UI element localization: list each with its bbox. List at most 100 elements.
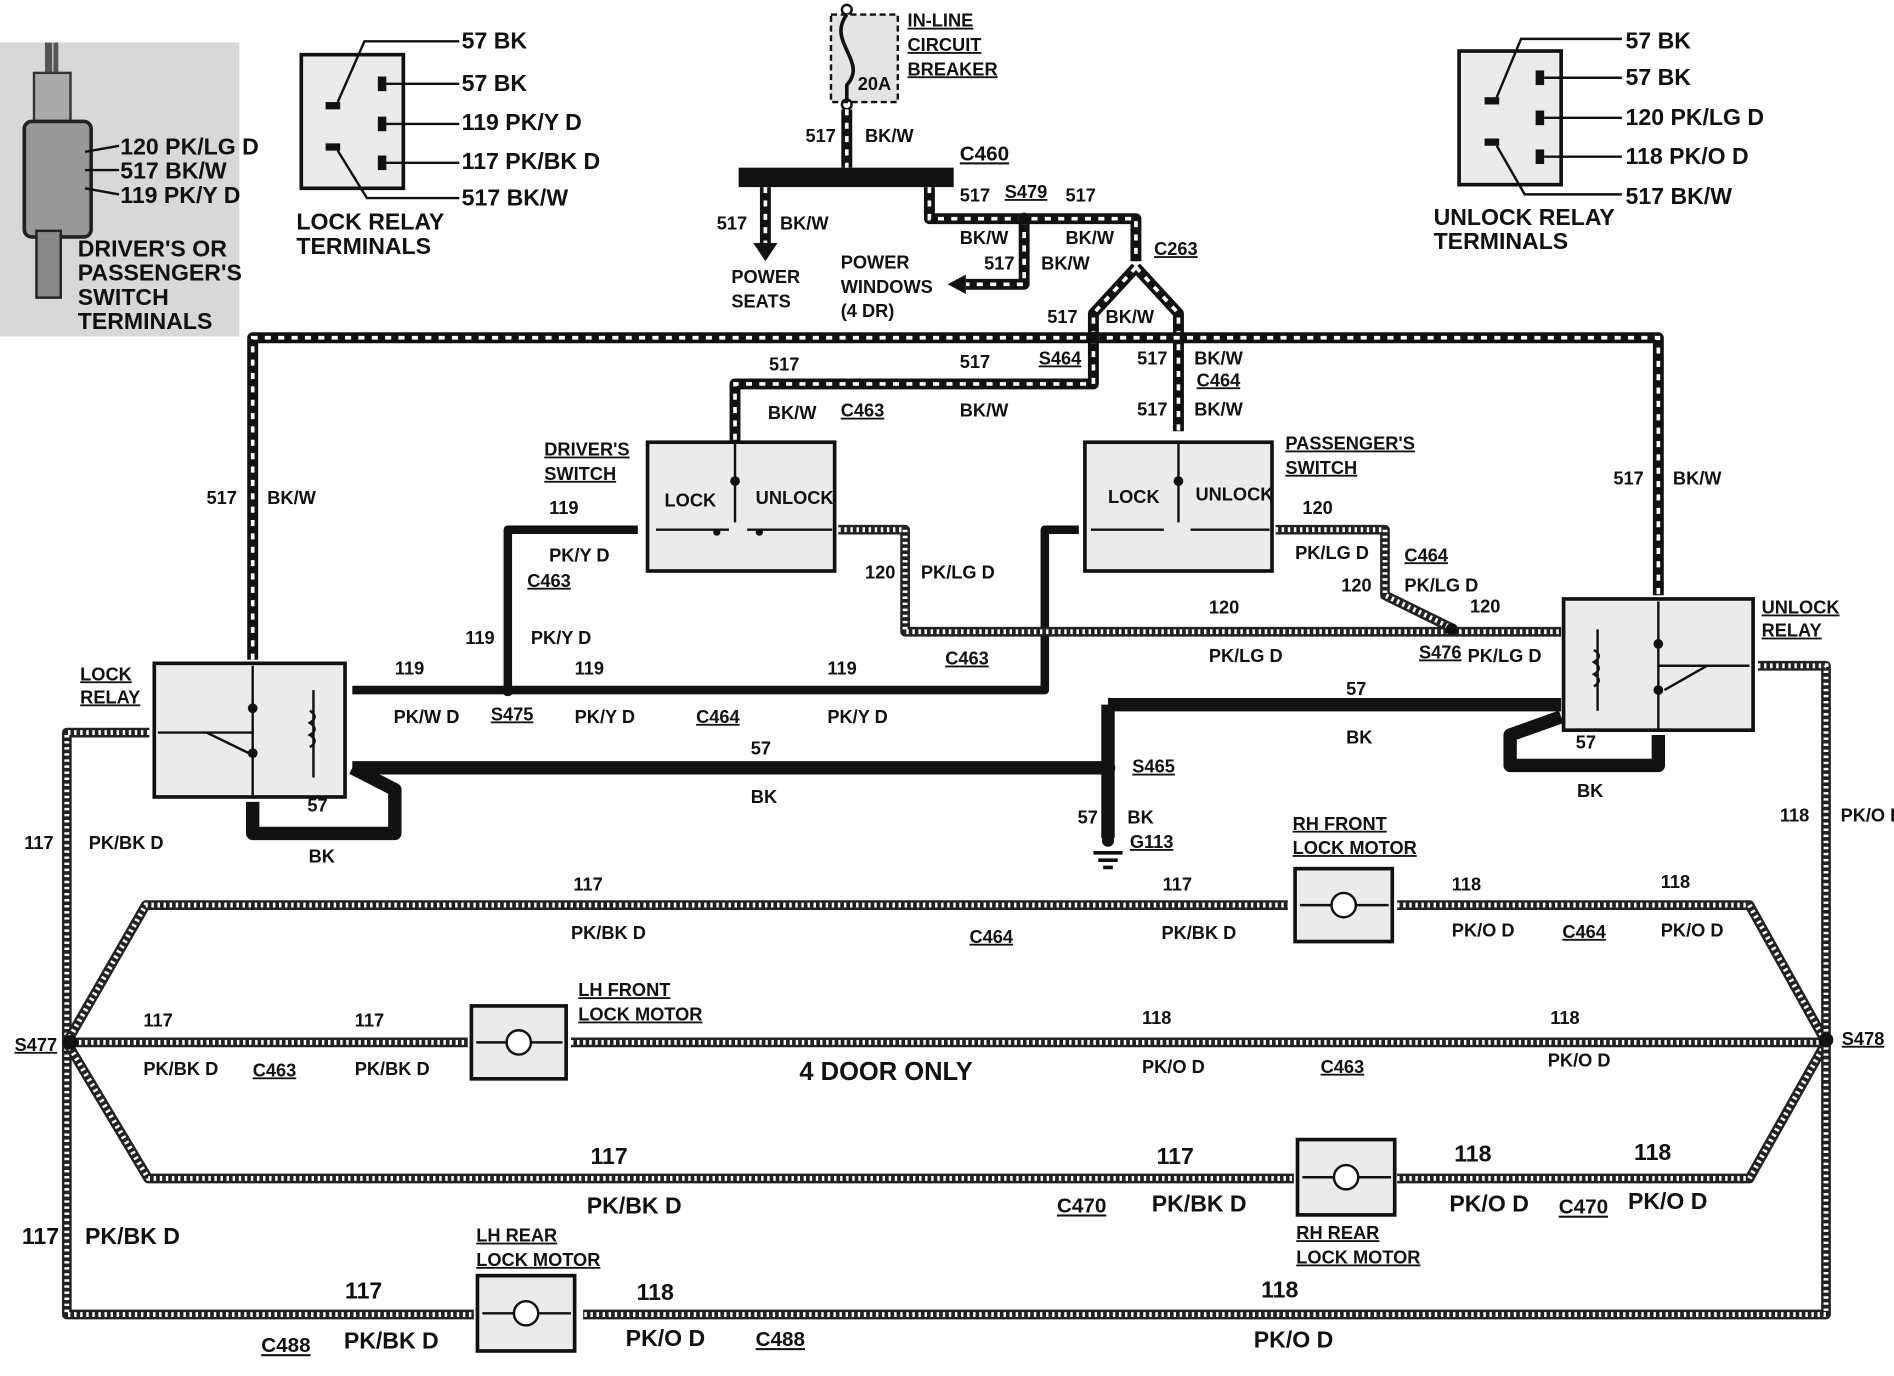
switch-pin-1: 120 PK/LG D <box>120 133 259 159</box>
unlock-pin-5: 517 BK/W <box>1626 183 1733 209</box>
drivers-switch-title-1: DRIVER'S <box>544 440 629 460</box>
lbl-bk-a: BK <box>1346 728 1372 748</box>
lh-front-title-1: LH FRONT <box>578 980 670 1000</box>
lbl-bkw-g: BK/W <box>1194 348 1243 368</box>
rh-front-title-1: RH FRONT <box>1293 814 1387 834</box>
ref-c464-d: C464 <box>969 927 1013 947</box>
lbl-bkw-c: BK/W <box>960 228 1009 248</box>
wires-120 <box>838 524 1562 637</box>
lock-relay: LOCK RELAY <box>80 661 347 799</box>
lbl-pky-d: PK/Y D <box>827 707 887 727</box>
power-windows-3: (4 DR) <box>841 301 895 321</box>
ref-c464-e: C464 <box>1562 922 1606 942</box>
unlock-relay: UNLOCK RELAY <box>1561 597 1840 732</box>
lbl-118-h: 118 <box>637 1279 674 1305</box>
lbl-117-e: 117 <box>355 1011 384 1031</box>
lbl-517-c: 517 <box>960 186 990 206</box>
lbl-517-a: 517 <box>805 126 835 146</box>
lbl-pko-h: PK/O D <box>626 1325 706 1351</box>
lh-front-title-2: LOCK MOTOR <box>578 1005 702 1025</box>
switch-title-4: TERMINALS <box>78 308 213 334</box>
breaker-rating: 20A <box>858 74 891 94</box>
lock-inset-title-1: LOCK RELAY <box>296 209 444 235</box>
lbl-bkw-e: BK/W <box>1041 254 1090 274</box>
lbl-bk-b: BK <box>751 787 777 807</box>
ref-s476: S476 <box>1419 642 1462 662</box>
wires-119 <box>352 525 1079 695</box>
lh-rear-title-1: LH REAR <box>476 1226 557 1246</box>
lbl-117-a: 117 <box>24 833 53 853</box>
lbl-120-b: 120 <box>1302 498 1332 518</box>
four-door-only-label: 4 DOOR ONLY <box>799 1058 972 1086</box>
unlock-inset-title-2: TERMINALS <box>1434 228 1569 254</box>
connector-c460-bar <box>738 167 954 188</box>
lbl-120-d: 120 <box>1209 598 1239 618</box>
switch-pin-3: 119 PK/Y D <box>120 182 240 208</box>
lbl-pkbk-f: PK/BK D <box>587 1193 682 1219</box>
lbl-bkw-d: BK/W <box>1065 228 1114 248</box>
rh-front-lock-motor: RH FRONT LOCK MOTOR <box>1293 814 1417 944</box>
ref-s475: S475 <box>491 704 534 724</box>
lbl-119-c: 119 <box>395 658 424 678</box>
rh-front-title-2: LOCK MOTOR <box>1293 838 1417 858</box>
ground-g113 <box>1093 834 1123 870</box>
ref-c463-c: C463 <box>945 649 989 669</box>
lock-relay-terminals-inset: 57 BK 57 BK 119 PK/Y D 117 PK/BK D 517 B… <box>296 28 600 259</box>
lh-rear-title-2: LOCK MOTOR <box>476 1250 600 1270</box>
unlock-pin-4: 118 PK/O D <box>1626 143 1749 169</box>
lbl-pklg-e: PK/LG D <box>1468 646 1542 666</box>
ref-s464: S464 <box>1039 348 1082 368</box>
lbl-pko-b: PK/O D <box>1452 921 1515 941</box>
ref-s478: S478 <box>1842 1029 1885 1049</box>
lbl-pky-c: PK/Y D <box>575 707 635 727</box>
lbl-118-g: 118 <box>1634 1139 1671 1165</box>
lbl-517-l: 517 <box>1613 469 1643 489</box>
lbl-120-a: 120 <box>865 562 895 582</box>
switch-title-3: SWITCH <box>78 284 169 310</box>
lbl-117-d: 117 <box>143 1011 172 1031</box>
lbl-120-e: 120 <box>1470 596 1500 616</box>
lbl-118-b: 118 <box>1452 875 1481 895</box>
unlock-relay-terminals-inset: 57 BK 57 BK 120 PK/LG D 118 PK/O D 517 B… <box>1434 28 1764 254</box>
power-seats-2: SEATS <box>731 291 790 311</box>
ref-c470-a: C470 <box>1057 1194 1106 1217</box>
lbl-pko-a: PK/O D <box>1841 805 1894 825</box>
lbl-bk-d: BK <box>309 847 335 867</box>
lock-pin-5: 517 BK/W <box>462 184 569 210</box>
lock-pin-3: 119 PK/Y D <box>462 109 582 135</box>
lbl-57-b: 57 <box>751 738 771 758</box>
lbl-118-d: 118 <box>1142 1008 1171 1028</box>
lbl-pko-f: PK/O D <box>1449 1190 1529 1216</box>
switch-terminals-inset: 120 PK/LG D 517 BK/W 119 PK/Y D DRIVER'S… <box>0 42 259 337</box>
lbl-118-a: 118 <box>1780 805 1809 825</box>
lbl-517-d: 517 <box>1065 186 1095 206</box>
power-windows-1: POWER <box>841 252 910 272</box>
lh-front-lock-motor: LH FRONT LOCK MOTOR <box>469 980 702 1081</box>
rh-rear-title-1: RH REAR <box>1296 1223 1379 1243</box>
lbl-pko-c: PK/O D <box>1661 921 1724 941</box>
lbl-517-i: 517 <box>769 355 799 375</box>
lbl-pkbk-h: PK/BK D <box>85 1223 180 1249</box>
lbl-pko-i: PK/O D <box>1254 1326 1334 1352</box>
power-seats-1: POWER <box>731 267 800 287</box>
lbl-117-i: 117 <box>345 1278 382 1304</box>
lbl-119-d: 119 <box>575 658 604 678</box>
switch-pin-2: 517 BK/W <box>120 158 227 184</box>
lbl-bkw-i: BK/W <box>768 403 817 423</box>
drivers-switch-title-2: SWITCH <box>544 464 616 484</box>
lbl-pklg-a: PK/LG D <box>921 562 995 582</box>
ref-c463-b: C463 <box>527 571 571 591</box>
lbl-bk-c: BK <box>1127 808 1153 828</box>
lbl-517-b: 517 <box>717 214 747 234</box>
lbl-117-h: 117 <box>22 1223 59 1249</box>
ref-s465: S465 <box>1132 757 1175 777</box>
lbl-pky-b: PK/Y D <box>531 628 591 648</box>
lbl-517-h: 517 <box>1137 399 1167 419</box>
lbl-bkw-h: BK/W <box>1194 399 1243 419</box>
ref-c463-a: C463 <box>841 401 885 421</box>
lock-relay-title-2: RELAY <box>80 687 140 707</box>
pass-switch-title-1: PASSENGER'S <box>1285 434 1415 454</box>
lbl-117-c: 117 <box>1163 875 1192 895</box>
breaker-title-2: CIRCUIT <box>908 35 982 55</box>
